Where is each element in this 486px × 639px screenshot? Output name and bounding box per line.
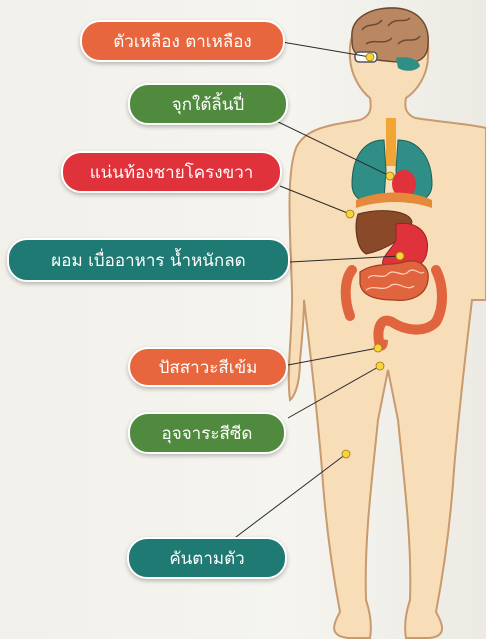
human-body — [289, 8, 486, 638]
epigastric-lump-label: จุกใต้ลิ้นปี่ — [128, 83, 288, 125]
itching-label: คันตามตัว — [127, 537, 287, 579]
dark-urine-label: ปัสสาวะสีเข้ม — [128, 347, 288, 387]
trachea — [386, 118, 396, 166]
right-upper-abdomen-label: แน่นท้องชายโครงขวา — [61, 151, 282, 193]
pale-stool-label: อุจจาระสีซีด — [128, 412, 286, 454]
jaundice-label: ตัวเหลือง ตาเหลือง — [80, 20, 285, 62]
weight-loss-label: ผอม เบื่ออาหาร น้ำหนักลด — [7, 238, 290, 282]
small-intestine — [360, 261, 428, 300]
